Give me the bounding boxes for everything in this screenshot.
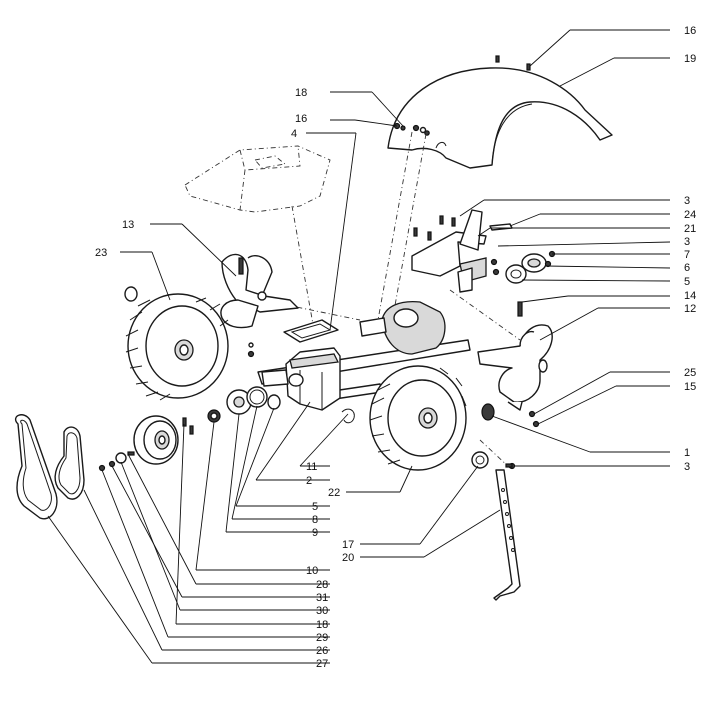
seal-5-lower bbox=[267, 394, 281, 410]
callout-labels: 16 19 18 16 4 3 24 21 3 7 6 5 14 12 13 2… bbox=[95, 25, 696, 670]
callout-13: 13 bbox=[122, 219, 134, 231]
pin-24 bbox=[489, 223, 513, 231]
callout-29: 29 bbox=[316, 632, 328, 644]
callout-3-a: 3 bbox=[684, 195, 690, 207]
tine-assembly-right bbox=[477, 324, 553, 411]
bearing-6 bbox=[521, 253, 547, 273]
callout-4: 4 bbox=[291, 128, 297, 140]
belt-large bbox=[14, 414, 58, 520]
ring-8 bbox=[246, 386, 268, 408]
callout-5-a: 5 bbox=[684, 276, 690, 288]
depth-stake-20 bbox=[493, 469, 521, 601]
callout-17: 17 bbox=[342, 539, 354, 551]
callout-28: 28 bbox=[316, 579, 328, 591]
callout-11: 11 bbox=[306, 461, 317, 473]
bolt-14 bbox=[517, 301, 523, 317]
callout-10: 10 bbox=[306, 565, 318, 577]
bolts-18-29 bbox=[182, 417, 194, 435]
hub-cap-left bbox=[124, 286, 138, 302]
callout-12: 12 bbox=[684, 303, 696, 315]
callout-5-b: 5 bbox=[312, 501, 318, 513]
gearbox-right bbox=[359, 300, 446, 355]
frame-plate bbox=[184, 145, 331, 213]
screw-16-top bbox=[495, 55, 531, 71]
belt-small bbox=[54, 426, 85, 500]
wheel-left bbox=[125, 293, 229, 401]
callout-27: 27 bbox=[316, 658, 328, 670]
fender-shield bbox=[387, 67, 613, 169]
callout-8: 8 bbox=[312, 514, 318, 526]
callout-16-top: 16 bbox=[684, 25, 696, 37]
callout-14: 14 bbox=[684, 290, 696, 302]
callout-23: 23 bbox=[95, 247, 107, 259]
callout-18-top: 18 bbox=[295, 87, 307, 99]
nuts-25-15 bbox=[528, 410, 540, 428]
bracket-21 bbox=[411, 209, 487, 293]
pulley bbox=[133, 415, 179, 465]
callout-1: 1 bbox=[684, 447, 690, 459]
callout-18-bottom: 18 bbox=[316, 619, 328, 631]
leader-lines bbox=[47, 29, 671, 664]
callout-30: 30 bbox=[316, 605, 328, 617]
callout-31: 31 bbox=[316, 592, 328, 604]
bolt-3-lower bbox=[505, 462, 516, 470]
callout-3-b: 3 bbox=[684, 236, 690, 248]
nut-17 bbox=[471, 451, 489, 469]
callout-16-mid: 16 bbox=[295, 113, 307, 125]
callout-3-c: 3 bbox=[684, 461, 690, 473]
callout-26: 26 bbox=[316, 645, 328, 657]
bolts-3-top bbox=[413, 215, 456, 241]
clip-11 bbox=[341, 408, 355, 424]
seal-5-upper bbox=[505, 264, 527, 284]
callout-24: 24 bbox=[684, 209, 696, 221]
shaft-end-left bbox=[261, 369, 289, 387]
washer-10 bbox=[207, 409, 221, 423]
callout-15: 15 bbox=[684, 381, 696, 393]
gearbox-left bbox=[285, 347, 341, 411]
washer-30 bbox=[115, 452, 127, 464]
screws-16-18 bbox=[393, 122, 427, 134]
gasket-plate bbox=[283, 319, 339, 343]
callout-6: 6 bbox=[684, 262, 690, 274]
hub-cap-right bbox=[481, 403, 495, 421]
callout-22: 22 bbox=[328, 487, 340, 499]
callout-21: 21 bbox=[684, 223, 696, 235]
wheel-right bbox=[369, 365, 467, 471]
bolt-13-small bbox=[247, 342, 255, 358]
callout-25: 25 bbox=[684, 367, 696, 379]
tine-assembly-left bbox=[220, 253, 299, 329]
callout-19: 19 bbox=[684, 53, 696, 65]
callout-7: 7 bbox=[684, 249, 690, 261]
callout-9: 9 bbox=[312, 527, 318, 539]
callout-20: 20 bbox=[342, 552, 354, 564]
callout-2: 2 bbox=[306, 475, 312, 487]
